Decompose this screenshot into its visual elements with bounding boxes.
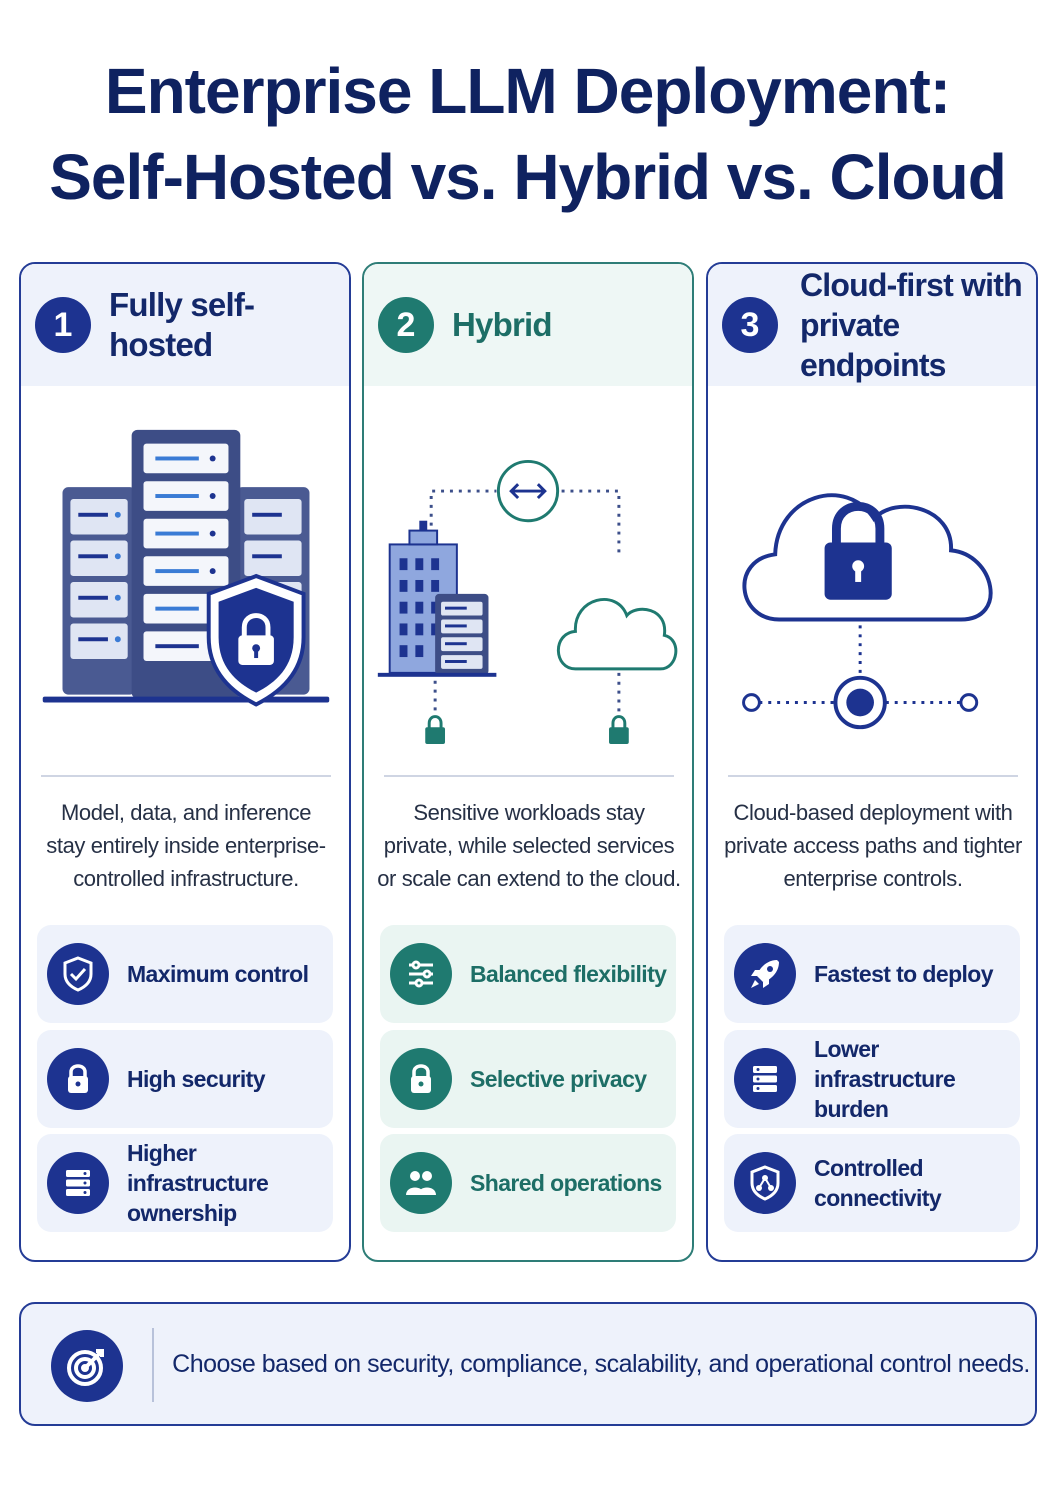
- card-heading-line-1: Hybrid: [452, 306, 553, 343]
- description-line: Model, data, and inference: [60, 800, 312, 825]
- card-description: Sensitive workloads stay private, while …: [370, 796, 688, 895]
- feature-label: High security: [127, 1066, 266, 1092]
- server-icon: [47, 1152, 109, 1214]
- footer-divider: [152, 1328, 154, 1402]
- feature-high-security: High security: [37, 1030, 333, 1128]
- feature-label-line-2: burden: [814, 1096, 889, 1122]
- feature-label: Lower infrastructure burden: [814, 1034, 1020, 1124]
- feature-maximum-control: Maximum control: [37, 925, 333, 1023]
- card-header: 3 Cloud-first with private endpoints: [708, 264, 1036, 386]
- description-line: private access paths and tighter: [724, 833, 1022, 858]
- step-number-badge: 2: [378, 297, 434, 353]
- shield-network-icon: [734, 1152, 796, 1214]
- card-heading: Cloud-first with private endpoints: [800, 265, 1036, 385]
- cloud-private-endpoint-illustration: [742, 493, 993, 730]
- card-description: Model, data, and inference stay entirely…: [27, 796, 345, 895]
- card-heading: Hybrid: [452, 305, 553, 345]
- feature-label: Shared operations: [470, 1170, 662, 1196]
- users-icon: [390, 1152, 452, 1214]
- card-heading-line-2: private endpoints: [800, 307, 946, 383]
- feature-balanced-flexibility: Balanced flexibility: [380, 925, 676, 1023]
- title-line-1: Enterprise LLM Deployment:: [104, 55, 951, 127]
- feature-lower-infrastructure-burden: Lower infrastructure burden: [724, 1030, 1020, 1128]
- step-number-badge: 3: [722, 297, 778, 353]
- description-line: Cloud-based deployment with: [733, 800, 1013, 825]
- server-rack-shield-illustration: [42, 429, 330, 707]
- step-number-badge: 1: [35, 297, 91, 353]
- card-description: Cloud-based deployment with private acce…: [714, 796, 1032, 895]
- hybrid-building-cloud-illustration: [377, 459, 678, 744]
- description-line: private, while selected services: [383, 833, 675, 858]
- feature-label: Balanced flexibility: [470, 961, 667, 987]
- description-line: Sensitive workloads stay: [413, 800, 645, 825]
- card-self-hosted: 1 Fully self-hosted: [19, 262, 351, 1262]
- description-line: or scale can extend to the cloud.: [377, 866, 681, 891]
- feature-label-line-2: ownership: [127, 1200, 237, 1226]
- feature-label: Selective privacy: [470, 1066, 647, 1092]
- shield-check-icon: [47, 943, 109, 1005]
- feature-label: Controlled connectivity: [814, 1155, 942, 1211]
- card-heading-line-1: Fully self-hosted: [109, 286, 255, 363]
- card-divider: [384, 775, 674, 777]
- feature-shared-operations: Shared operations: [380, 1134, 676, 1232]
- description-line: stay entirely inside enterprise-: [46, 833, 326, 858]
- footer-banner: Choose based on security, compliance, sc…: [19, 1302, 1037, 1426]
- feature-label-line-1: Higher infrastructure: [127, 1140, 269, 1196]
- card-divider: [728, 775, 1018, 777]
- card-heading-line-1: Cloud-first with: [800, 267, 1023, 303]
- server-icon: [734, 1048, 796, 1110]
- feature-selective-privacy: Selective privacy: [380, 1030, 676, 1128]
- card-header: 1 Fully self-hosted: [21, 264, 349, 386]
- card-hybrid: 2 Hybrid: [362, 262, 694, 1262]
- feature-controlled-connectivity: Controlled connectivity: [724, 1134, 1020, 1232]
- card-header: 2 Hybrid: [364, 264, 692, 386]
- sliders-icon: [390, 943, 452, 1005]
- feature-label: Higher infrastructure ownership: [127, 1138, 333, 1228]
- footer-text: Choose based on security, compliance, sc…: [172, 1349, 1030, 1378]
- title-line-2: Self-Hosted vs. Hybrid vs. Cloud: [49, 141, 1007, 213]
- lock-icon: [390, 1048, 452, 1110]
- feature-label: Maximum control: [127, 961, 309, 987]
- target-icon: [51, 1330, 123, 1402]
- lock-icon: [47, 1048, 109, 1110]
- card-cloud-first: 3 Cloud-first with private endpoints Clo…: [706, 262, 1038, 1262]
- feature-label: Fastest to deploy: [814, 961, 994, 987]
- description-line: controlled infrastructure.: [73, 866, 299, 891]
- feature-fastest-to-deploy: Fastest to deploy: [724, 925, 1020, 1023]
- feature-higher-infrastructure-ownership: Higher infrastructure ownership: [37, 1134, 333, 1232]
- feature-label-line-1: Lower infrastructure: [814, 1036, 956, 1092]
- rocket-icon: [734, 943, 796, 1005]
- card-heading: Fully self-hosted: [109, 285, 349, 365]
- page-title: Enterprise LLM Deployment: Self-Hosted v…: [0, 48, 1055, 220]
- card-divider: [41, 775, 331, 777]
- description-line: enterprise controls.: [783, 866, 963, 891]
